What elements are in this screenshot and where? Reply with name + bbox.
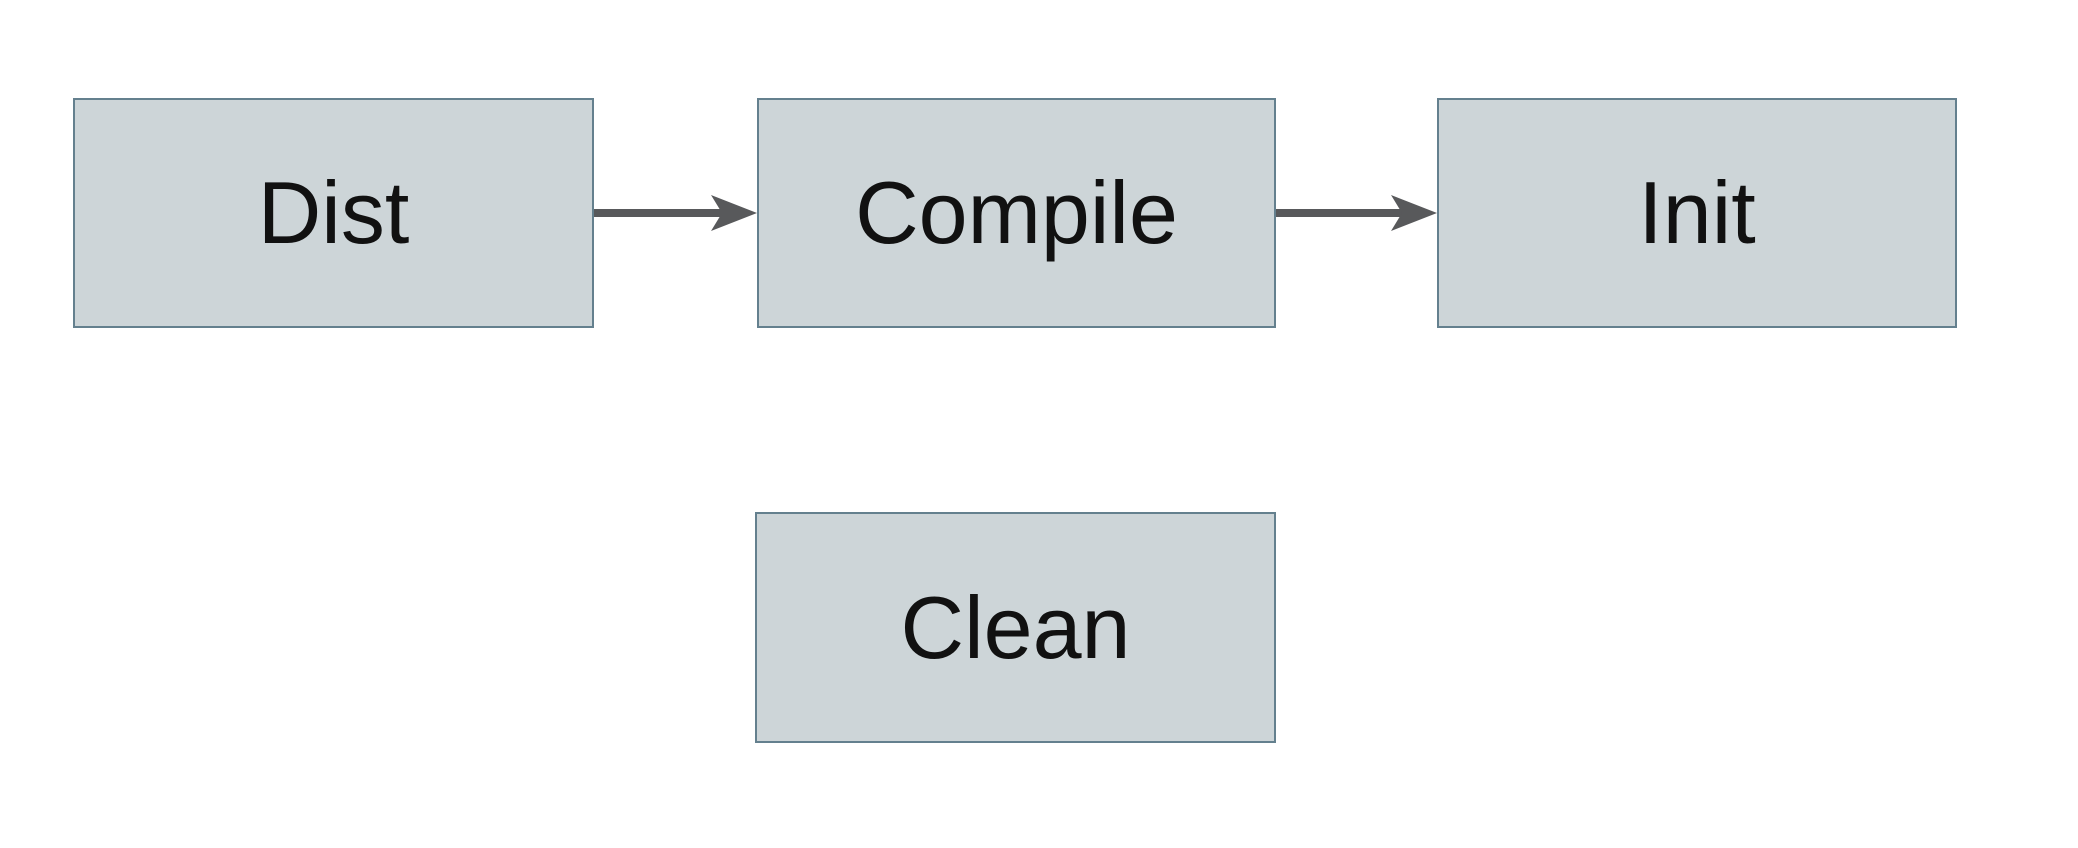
- node-dist-label: Dist: [257, 163, 410, 262]
- node-init: Init: [1437, 98, 1957, 328]
- node-compile: Compile: [757, 98, 1276, 328]
- node-compile-label: Compile: [855, 163, 1178, 262]
- arrow-compile-to-init-icon: [1276, 195, 1437, 231]
- node-clean-label: Clean: [900, 577, 1131, 677]
- arrow-dist-to-compile-icon: [594, 195, 757, 231]
- node-dist: Dist: [73, 98, 594, 328]
- node-clean: Clean: [755, 512, 1276, 743]
- node-init-label: Init: [1638, 163, 1756, 262]
